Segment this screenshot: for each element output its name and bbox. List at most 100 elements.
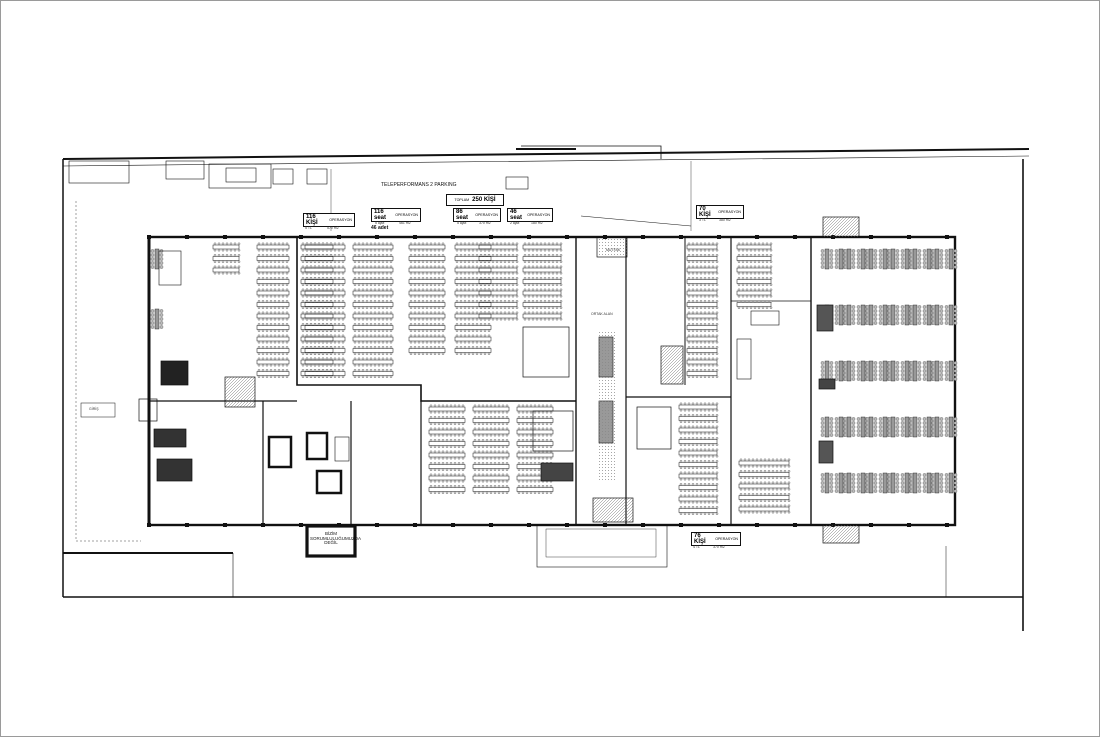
seat <box>878 473 883 477</box>
seat <box>257 369 261 372</box>
seat <box>834 317 839 321</box>
seat <box>699 300 703 303</box>
seat <box>441 329 445 332</box>
seat <box>679 489 683 492</box>
seat <box>917 433 922 437</box>
desk <box>428 487 466 492</box>
seat <box>767 470 771 473</box>
seat <box>699 369 703 372</box>
seat <box>873 377 878 381</box>
seat <box>922 473 927 477</box>
seat <box>159 313 164 317</box>
seat <box>703 300 707 303</box>
seat <box>900 317 905 321</box>
seat <box>305 294 309 298</box>
seat <box>543 277 547 280</box>
seat <box>531 300 535 303</box>
seat <box>865 309 870 313</box>
seat <box>944 369 949 373</box>
seat <box>834 489 839 493</box>
desk <box>352 302 394 307</box>
seat <box>389 265 393 269</box>
seat <box>715 425 719 429</box>
entrance-label: GİRİŞ <box>89 407 99 411</box>
seat <box>549 433 553 437</box>
seat <box>457 410 461 414</box>
seat <box>715 260 719 263</box>
bench-desk <box>926 360 932 382</box>
desk <box>300 290 334 296</box>
seat <box>321 283 325 286</box>
seat <box>939 257 944 261</box>
seat <box>277 346 281 349</box>
seat <box>535 317 539 321</box>
seat <box>873 429 878 433</box>
seat <box>361 346 365 349</box>
seat <box>463 288 467 292</box>
total-value: 250 KİŞİ <box>472 197 496 203</box>
seat <box>834 257 839 261</box>
seat <box>281 294 285 298</box>
seat <box>759 481 763 485</box>
bench-desk <box>912 304 918 326</box>
seat <box>699 260 703 263</box>
seat <box>257 334 261 338</box>
seat <box>761 254 765 257</box>
seat <box>489 422 493 425</box>
seat <box>457 404 461 408</box>
seat <box>485 468 489 471</box>
desk <box>686 267 718 273</box>
seat <box>551 311 555 315</box>
seat <box>749 260 753 263</box>
bench-desk <box>868 304 874 326</box>
seat <box>507 254 511 257</box>
seat <box>715 334 719 338</box>
seat <box>515 265 519 269</box>
seat <box>551 300 555 303</box>
seat <box>523 260 527 263</box>
seat <box>437 479 441 483</box>
seat <box>895 321 900 325</box>
seat <box>389 329 393 332</box>
seat <box>471 242 475 246</box>
seat <box>559 306 563 309</box>
seat <box>745 294 749 298</box>
seat <box>834 253 839 257</box>
seat <box>555 306 559 309</box>
seat <box>545 433 549 437</box>
seat <box>481 485 485 488</box>
seat <box>257 248 261 252</box>
seat <box>545 485 549 488</box>
seat <box>917 373 922 377</box>
seat <box>909 365 914 369</box>
seat <box>757 300 761 303</box>
seat <box>743 510 747 514</box>
seat <box>525 450 529 454</box>
seat <box>487 260 491 263</box>
seat <box>421 352 425 355</box>
seat <box>711 402 715 406</box>
seat <box>703 489 707 492</box>
seat <box>461 445 465 448</box>
desk <box>472 418 510 423</box>
seat <box>499 260 503 263</box>
seat <box>437 346 441 349</box>
seat <box>501 433 505 437</box>
seat <box>691 471 695 475</box>
seat <box>277 352 281 355</box>
seat <box>453 410 457 414</box>
seat <box>441 439 445 442</box>
seat <box>277 311 281 315</box>
seat <box>309 265 313 269</box>
seat <box>515 242 519 246</box>
desk <box>428 418 466 423</box>
column <box>299 523 303 527</box>
seat <box>687 443 691 446</box>
column <box>793 235 797 239</box>
seat <box>931 253 936 257</box>
seat <box>939 365 944 369</box>
seat <box>475 294 479 298</box>
seat <box>715 500 719 504</box>
seat <box>467 300 471 303</box>
seat <box>221 260 225 263</box>
